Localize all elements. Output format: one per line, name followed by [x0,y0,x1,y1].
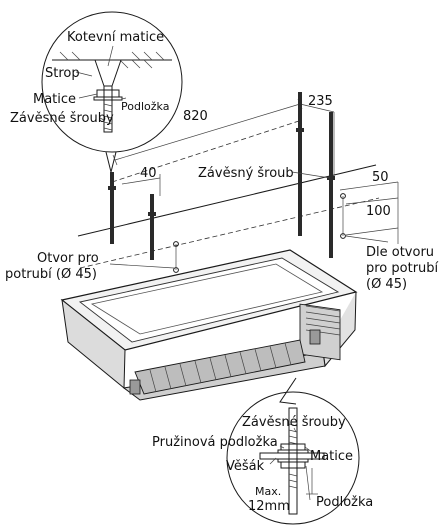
label-pipe-hole-right-1: Dle otvoru [366,245,434,260]
top-callout-pointer [105,151,117,173]
label-nut-bottom: Matice [310,449,353,464]
label-pipe-hole-left-1: Otvor pro [37,251,99,266]
indoor-unit [60,249,358,401]
label-nut-top: Matice [33,92,76,107]
anchor-nut-shape [94,59,122,87]
label-bolts-top: Závěsné šrouby [10,111,114,126]
label-50: 50 [372,170,389,185]
label-hanger: Věšák [226,459,265,474]
hanging-bolts [108,92,335,260]
label-max-2: 12mm [248,499,290,514]
ceiling-hatch [52,51,172,69]
bottom-callout: Závěsné šrouby Pružinová podložka Matice… [152,391,373,525]
label-bolts-bottom: Závěsné šrouby [242,415,346,430]
label-spring-washer: Pružinová podložka [152,435,278,450]
label-max-1: Max. [255,485,281,498]
label-anchor-nut: Kotevní matice [67,30,164,45]
label-820: 820 [183,109,208,124]
label-hanging-bolt: Závěsný šroub [198,166,294,181]
label-pipe-hole-right-3: (Ø 45) [366,277,407,292]
washer-shape [93,96,123,101]
label-washer-bottom: Podložka [316,495,373,510]
label-235: 235 [308,94,333,109]
label-40: 40 [140,166,157,181]
top-callout: Kotevní matice Strop Matice Podložka Záv… [10,11,183,153]
dim-right: 50 100 [339,170,399,244]
label-washer-top: Podložka [121,100,169,113]
bottom-callout-pointer [279,377,297,405]
bolt-shape [103,85,113,133]
label-pipe-hole-left-2: potrubí (Ø 45) [5,267,97,282]
pipe-holes [109,193,389,273]
dim-40: 40 [121,166,161,196]
nut-shape [96,89,120,98]
label-ceiling: Strop [45,66,80,81]
label-100: 100 [366,204,391,219]
label-pipe-hole-right-2: pro potrubí [366,261,439,276]
dim-235: 235 [299,94,335,176]
dim-820: 820 [112,98,303,166]
